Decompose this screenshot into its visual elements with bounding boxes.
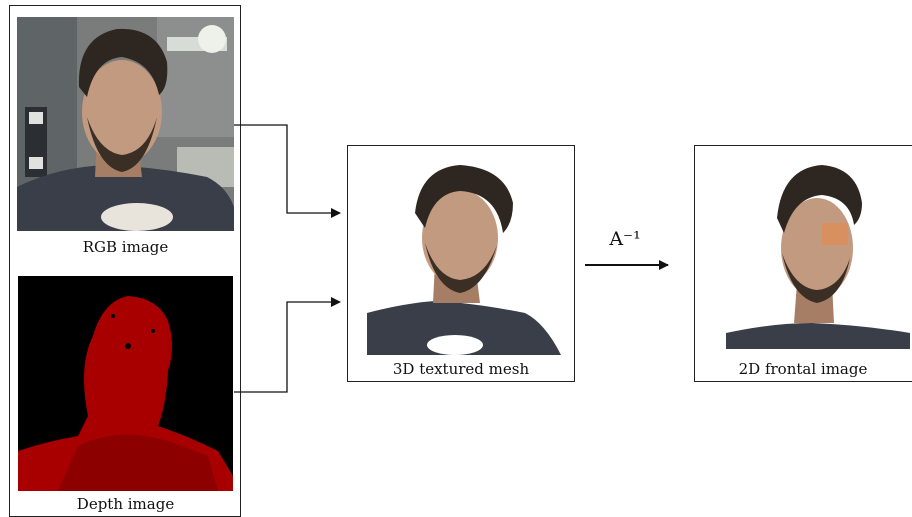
- rgb-image: [17, 17, 234, 231]
- depth-image: [18, 276, 233, 491]
- rgb-caption: RGB image: [82, 238, 169, 256]
- arrow-label: A⁻¹: [609, 228, 641, 250]
- rgb-to-mesh-arrow: [234, 124, 341, 218]
- frontal-image: [722, 163, 912, 349]
- mesh-image: [365, 163, 563, 359]
- frontal-caption: 2D frontal image: [738, 360, 868, 378]
- depth-caption: Depth image: [76, 495, 175, 513]
- depth-to-mesh-arrow: [234, 297, 341, 393]
- mesh-caption: 3D textured mesh: [392, 360, 530, 378]
